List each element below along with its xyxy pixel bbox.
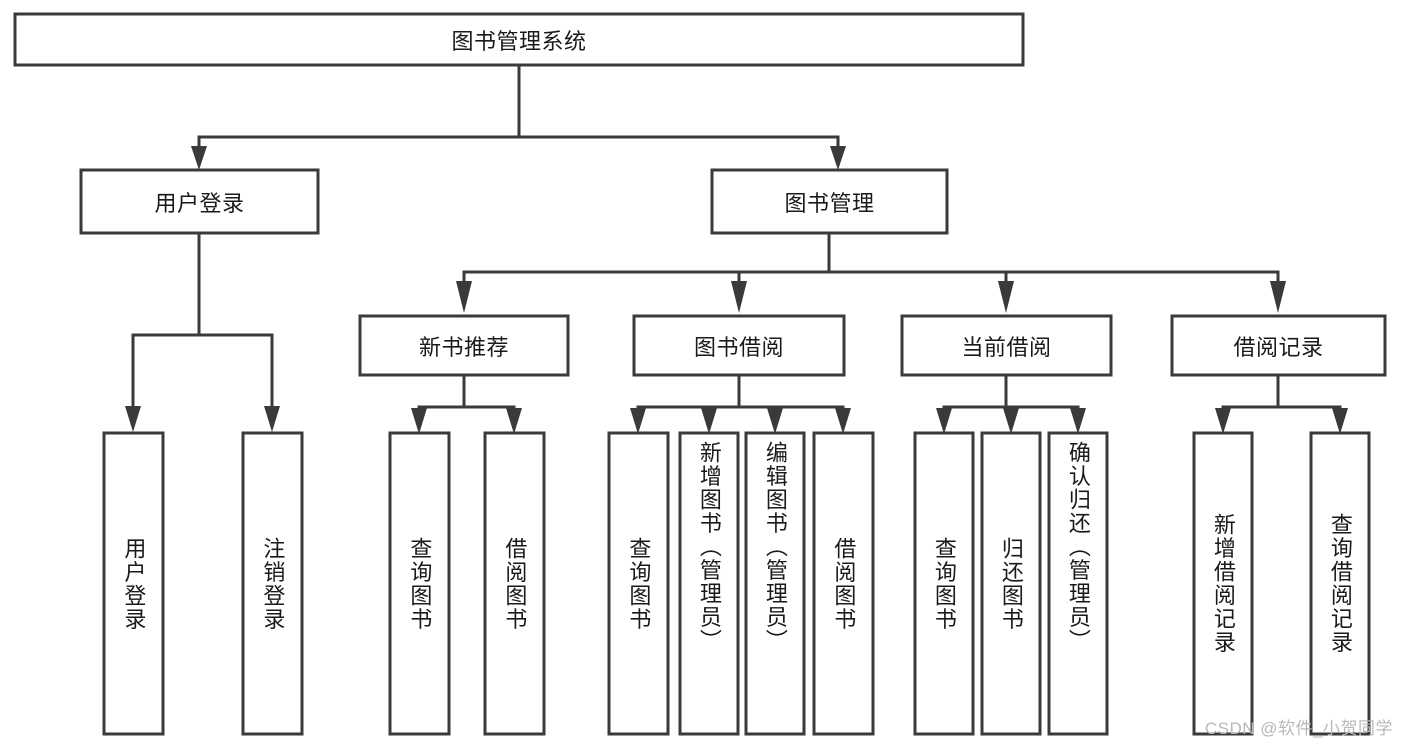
arrowhead-user-leaf1 (125, 406, 141, 432)
arrowhead-n1-leaf2 (506, 408, 522, 434)
leaf-new-book-2[interactable] (483, 431, 546, 736)
arrowhead-root-to-user (191, 146, 207, 170)
arrowhead-n2-leaf4 (835, 408, 851, 434)
node-book-management[interactable] (710, 168, 949, 235)
leaf-book-borrow-4[interactable] (812, 431, 875, 736)
leaf-borrow-record-1[interactable] (1192, 431, 1254, 736)
node-root[interactable] (13, 12, 1025, 67)
node-borrow-record[interactable] (1170, 314, 1387, 377)
arrowhead-n1-leaf1 (411, 408, 427, 434)
arrowhead-root-to-book (830, 146, 846, 170)
node-new-book-recommend[interactable] (358, 314, 570, 377)
leaf-current-borrow-2[interactable] (980, 431, 1042, 736)
arrowhead-n3-leaf1 (936, 408, 952, 434)
leaf-user-login-1[interactable] (102, 431, 165, 736)
leaf-book-borrow-3[interactable] (744, 431, 806, 736)
node-book-borrow[interactable] (632, 314, 846, 377)
node-current-borrow[interactable] (900, 314, 1113, 377)
arrowhead-book-to-n3 (998, 281, 1014, 313)
arrowhead-user-leaf2 (264, 406, 280, 432)
arrowhead-n2-leaf3 (767, 408, 783, 434)
arrowhead-n3-leaf3 (1070, 408, 1086, 434)
csdn-watermark: CSDN @软件_小贺同学 (1204, 719, 1393, 738)
leaf-user-login-2[interactable] (241, 431, 304, 736)
arrowhead-n4-leaf2 (1332, 408, 1348, 434)
arrowhead-book-to-n1 (456, 281, 472, 313)
leaf-new-book-1[interactable] (388, 431, 451, 736)
arrowhead-n2-leaf1 (630, 408, 646, 434)
leaf-current-borrow-1[interactable] (913, 431, 975, 736)
arrowhead-book-to-n2 (731, 281, 747, 313)
arrowhead-n4-leaf1 (1215, 408, 1231, 434)
leaf-borrow-record-2[interactable] (1309, 431, 1371, 736)
arrowhead-n3-leaf2 (1003, 408, 1019, 434)
leaf-book-borrow-2[interactable] (678, 431, 740, 736)
node-user-login[interactable] (79, 168, 320, 235)
leaf-book-borrow-1[interactable] (607, 431, 670, 736)
leaf-current-borrow-3[interactable] (1047, 431, 1109, 736)
arrowhead-book-to-n4 (1270, 281, 1286, 313)
arrowhead-n2-leaf2 (701, 408, 717, 434)
